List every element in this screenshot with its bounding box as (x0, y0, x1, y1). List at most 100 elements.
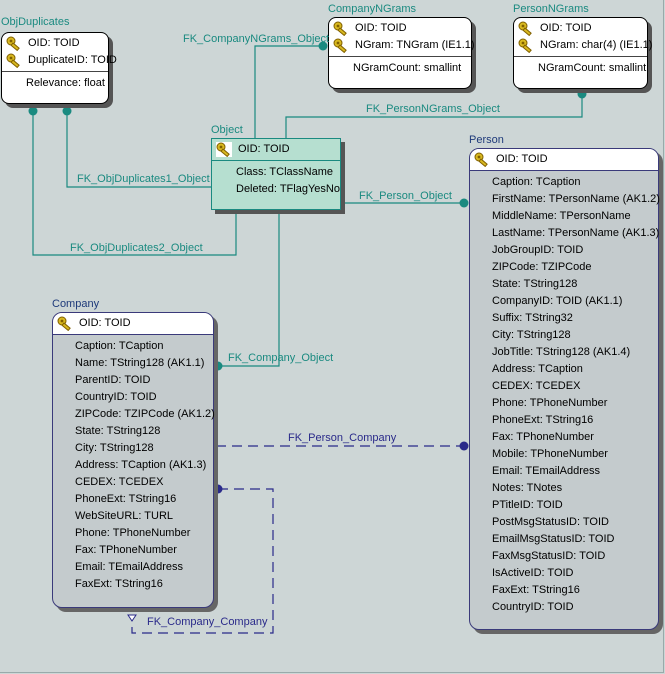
attribute: NGramCount: smallint (538, 62, 647, 74)
pk-section: OID: TOID NGram: TNGram (IE1.1) (329, 18, 475, 57)
entity-object[interactable]: OID: TOID Class: TClassName Deleted: TFl… (211, 138, 341, 210)
attribute: State: TString128 (492, 278, 578, 290)
pk-section: OID: TOID (53, 313, 213, 335)
key-icon (333, 38, 347, 53)
link-end-dot (213, 484, 223, 494)
entity-personngrams[interactable]: OID: TOID NGram: char(4) (IE1.1) NGramCo… (513, 17, 652, 89)
attribute: Notes: TNotes (492, 482, 563, 494)
pk-attribute: OID: TOID (212, 141, 340, 158)
attribute: EmailMsgStatusID: TOID (492, 533, 615, 545)
attribute-text: DuplicateID: TOID (28, 54, 117, 66)
pk-attribute: OID: TOID (514, 20, 647, 37)
pk-attribute: DuplicateID: TOID (2, 52, 117, 69)
key-icon (474, 152, 490, 167)
pk-attribute: OID: TOID (53, 315, 213, 332)
link-end-dot (318, 41, 328, 51)
link-fk-company-object (218, 210, 280, 367)
pk-section: OID: TOID (470, 149, 658, 171)
entity-title-personngrams: PersonNGrams (513, 3, 589, 15)
link-end-dot (28, 106, 38, 116)
label-fk-objduplicates2-object[interactable]: FK_ObjDuplicates2_Object (70, 242, 203, 254)
attribute: JobGroupID: TOID (492, 244, 584, 256)
attribute: Phone: TPhoneNumber (75, 527, 191, 539)
attribute: Fax: TPhoneNumber (75, 544, 177, 556)
attribute: State: TString128 (75, 425, 161, 437)
pk-attribute: NGram: char(4) (IE1.1) (514, 37, 652, 54)
attribute: CountryID: TOID (75, 391, 157, 403)
attribute: Mobile: TPhoneNumber (492, 448, 608, 460)
attribute-list: Relevance: float (2, 72, 108, 95)
pk-section: OID: TOID DuplicateID: TOID (2, 33, 117, 72)
attribute: FaxMsgStatusID: TOID (492, 550, 606, 562)
attribute: Email: TEmailAddress (75, 561, 183, 573)
entity-companyngrams[interactable]: OID: TOID NGram: TNGram (IE1.1) NGramCou… (328, 17, 475, 89)
attribute: PostMsgStatusID: TOID (492, 516, 609, 528)
key-icon (6, 53, 20, 68)
link-fk-companyngrams-object (254, 45, 326, 140)
key-icon (518, 38, 532, 53)
attribute-text: OID: TOID (238, 143, 290, 155)
link-end-dot (213, 361, 223, 371)
attribute: Deleted: TFlagYesNo (236, 183, 340, 195)
attribute-text: OID: TOID (28, 37, 80, 49)
attribute: IsActiveID: TOID (492, 567, 574, 579)
label-fk-objduplicates1-object[interactable]: FK_ObjDuplicates1_Object (77, 173, 210, 185)
pk-attribute: OID: TOID (329, 20, 471, 37)
pk-section: OID: TOID (212, 139, 340, 161)
link-fk-company-company (131, 488, 274, 634)
attribute: Address: TCaption (AK1.3) (75, 459, 207, 471)
attribute: CountryID: TOID (492, 601, 574, 613)
attribute: Phone: TPhoneNumber (492, 397, 608, 409)
key-icon (518, 21, 532, 36)
pk-attribute: OID: TOID (470, 151, 658, 168)
attribute-list: NGramCount: smallint (329, 57, 471, 80)
label-fk-companyngrams-object[interactable]: FK_CompanyNGrams_Object (183, 33, 330, 45)
attribute: ParentID: TOID (75, 374, 151, 386)
attribute-text: NGram: TNGram (IE1.1) (355, 39, 475, 51)
attribute: Address: TCaption (492, 363, 583, 375)
link-fk-personngrams-object (285, 90, 583, 140)
attribute: Class: TClassName (236, 166, 333, 178)
link-end-dot (577, 89, 587, 99)
attribute: CEDEX: TCEDEX (75, 476, 164, 488)
attribute: FaxExt: TString16 (492, 584, 580, 596)
attribute: PTitleID: TOID (492, 499, 563, 511)
entity-title-objduplicates: ObjDuplicates (1, 16, 70, 28)
key-icon (216, 142, 232, 157)
link-end-dot (62, 106, 72, 116)
entity-title-company: Company (52, 298, 100, 310)
attribute: Suffix: TString32 (492, 312, 573, 324)
attribute: City: TString128 (492, 329, 571, 341)
attribute-list: NGramCount: smallint (514, 57, 647, 80)
attribute: Email: TEmailAddress (492, 465, 600, 477)
entity-objduplicates[interactable]: OID: TOID DuplicateID: TOID Relevance: f… (1, 32, 117, 104)
label-fk-company-company[interactable]: FK_Company_Company (147, 616, 268, 628)
pk-attribute: NGram: TNGram (IE1.1) (329, 37, 475, 54)
label-fk-personngrams-object[interactable]: FK_PersonNGrams_Object (366, 103, 500, 115)
link-end-dot (459, 441, 469, 451)
attribute: WebSiteURL: TURL (75, 510, 174, 522)
link-fk-objduplicates2-object (32, 110, 237, 256)
attribute-text: OID: TOID (79, 317, 131, 329)
pk-section: OID: TOID NGram: char(4) (IE1.1) (514, 18, 652, 57)
attribute: CEDEX: TCEDEX (492, 380, 581, 392)
attribute: Caption: TCaption (492, 176, 581, 188)
label-fk-person-company[interactable]: FK_Person_Company (288, 432, 397, 444)
attribute: City: TString128 (75, 442, 154, 454)
attribute-text: NGram: char(4) (IE1.1) (540, 39, 653, 51)
label-fk-person-object[interactable]: FK_Person_Object (359, 190, 452, 202)
attribute: Name: TString128 (AK1.1) (75, 357, 205, 369)
label-fk-company-object[interactable]: FK_Company_Object (228, 352, 334, 364)
pk-attribute: OID: TOID (2, 35, 108, 52)
attribute: PhoneExt: TString16 (492, 414, 594, 426)
attribute-list: Class: TClassName Deleted: TFlagYesNo (212, 161, 340, 201)
attribute: ZIPCode: TZIPCode (492, 261, 592, 273)
key-icon (57, 316, 73, 331)
attribute: MiddleName: TPersonName (492, 210, 631, 222)
entity-title-object: Object (211, 124, 243, 136)
